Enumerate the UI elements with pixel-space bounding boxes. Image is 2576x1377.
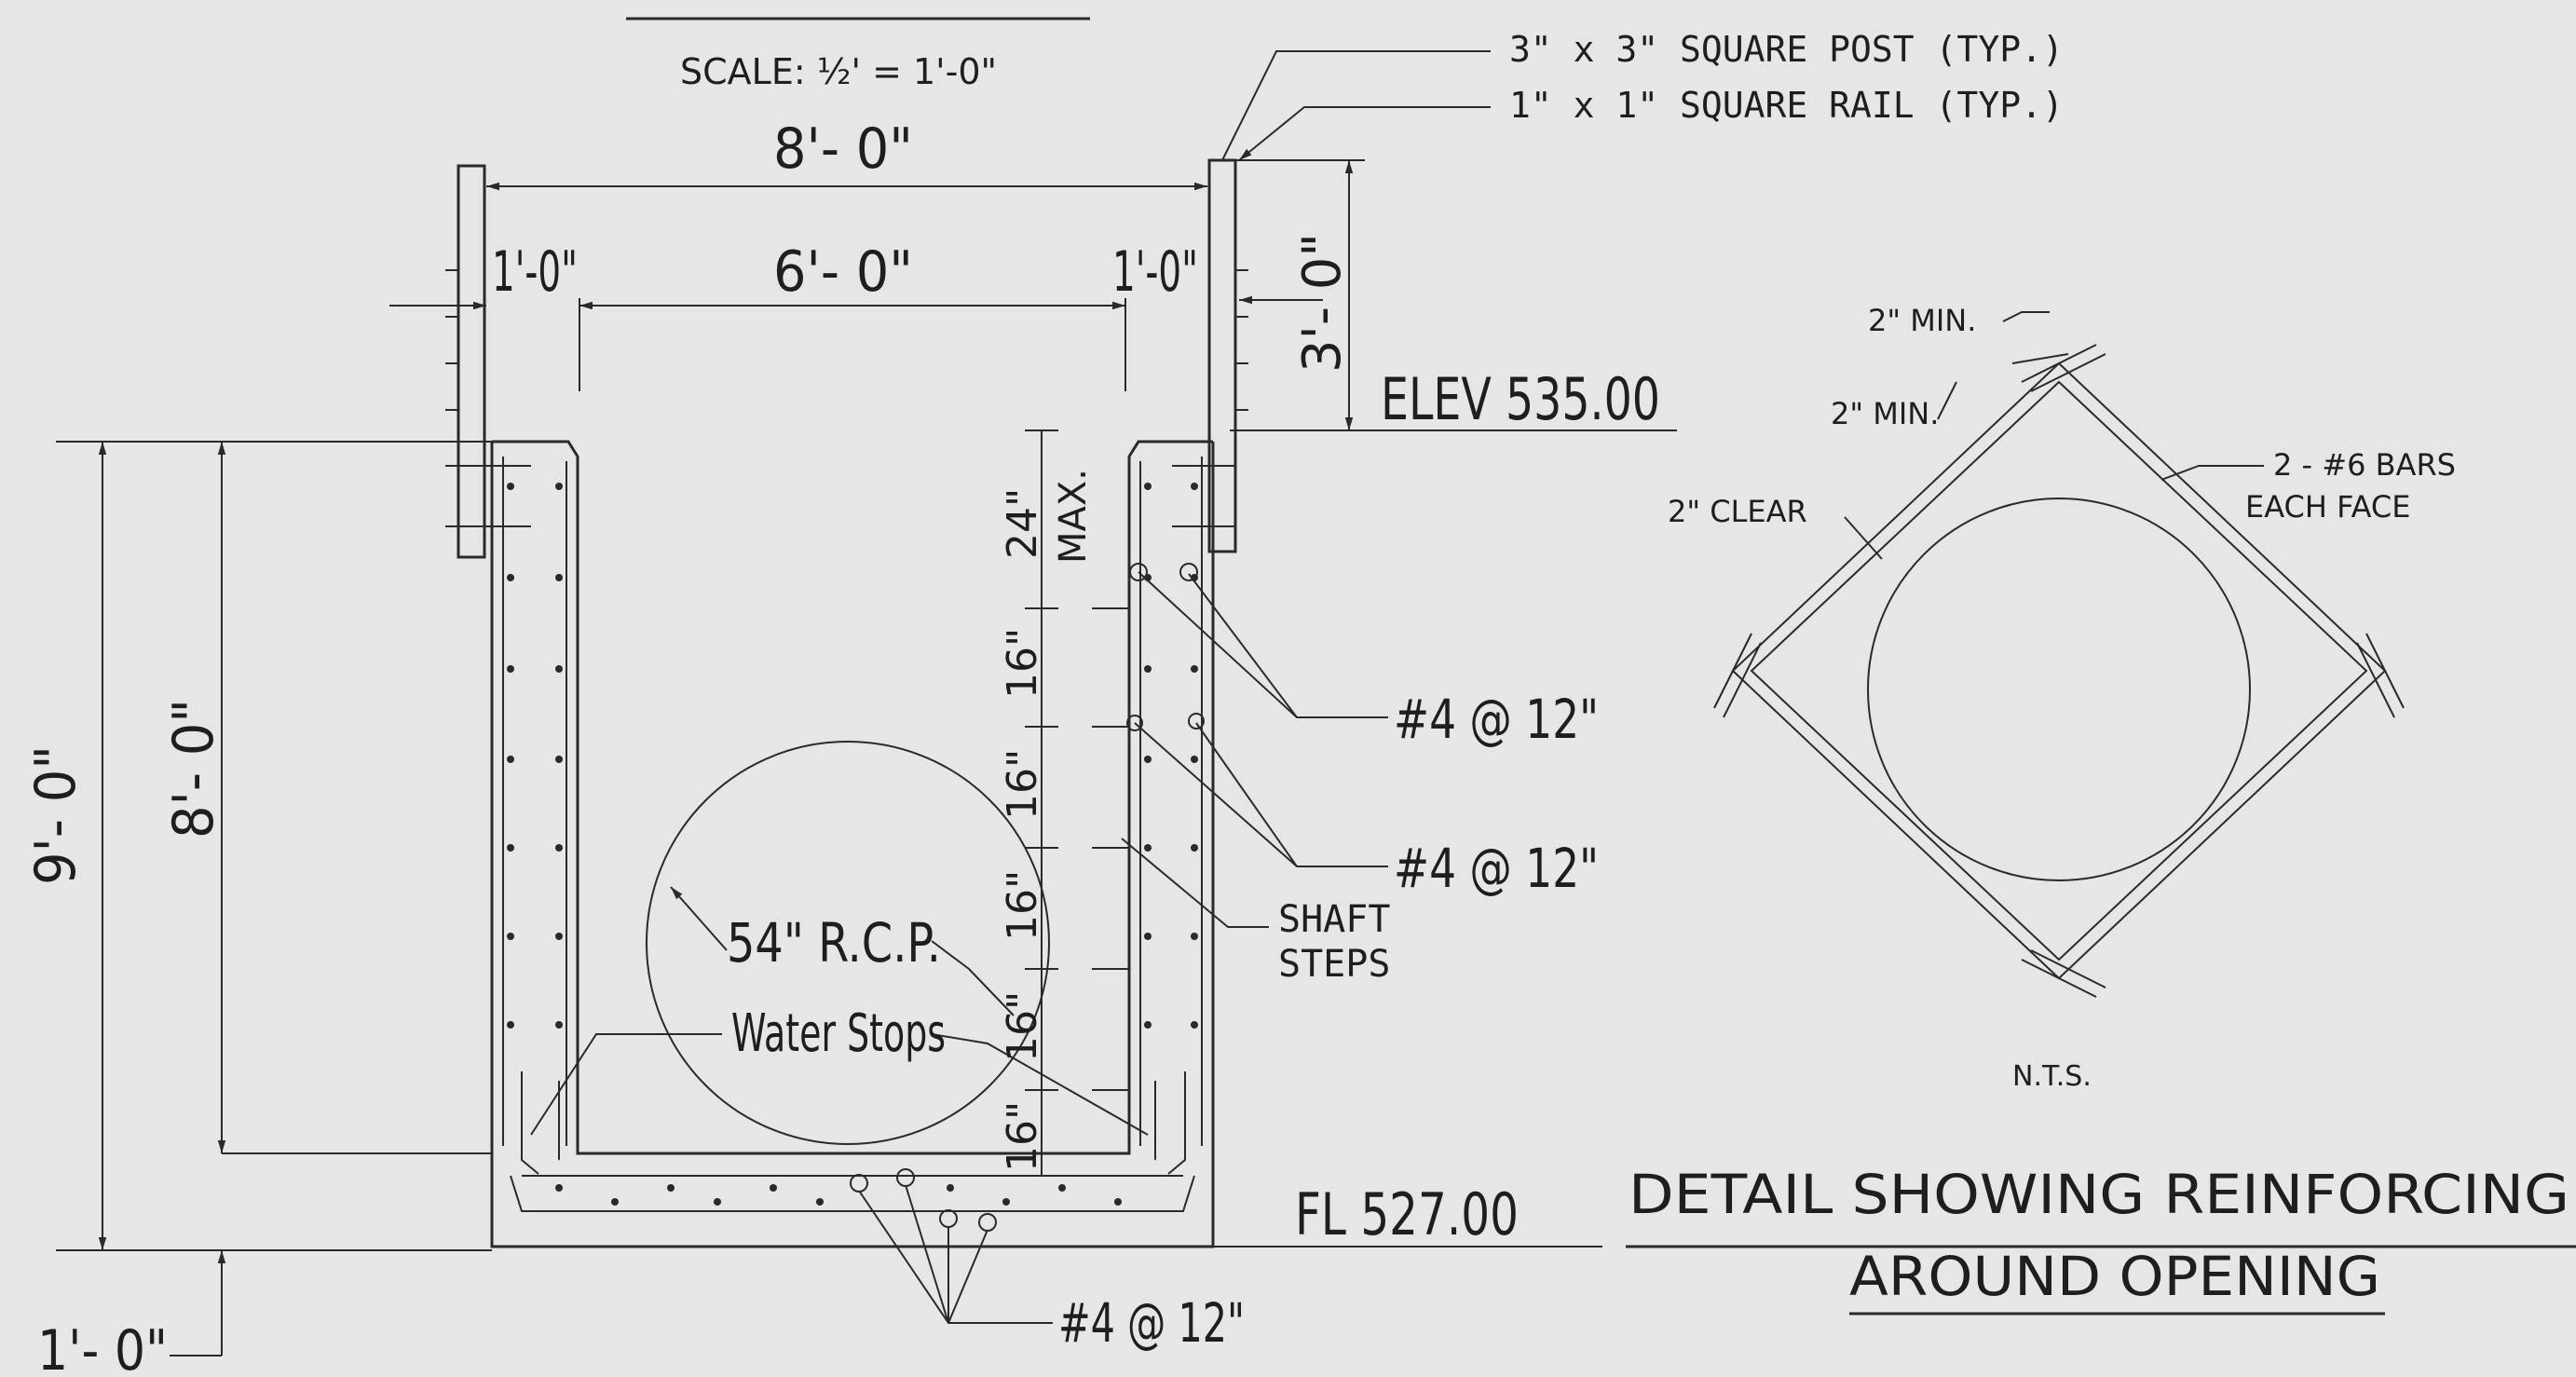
rail-callout: 1" x 1" SQUARE RAIL (TYP.) bbox=[1509, 85, 2064, 126]
rebar-callout-2: #4 @ 12" bbox=[1394, 837, 1599, 900]
inner-width-dimension: 6'- 0" bbox=[773, 239, 913, 305]
rebar-circle bbox=[1129, 563, 1148, 581]
detail-bars-1: 2 - #6 BARS bbox=[2273, 447, 2456, 483]
right-wall-dimension: 1'-0" bbox=[1112, 239, 1198, 305]
chamber-outline bbox=[492, 440, 1213, 1155]
post-callout: 3" x 3" SQUARE POST (TYP.) bbox=[1509, 29, 2064, 70]
overall-height-dimension: 9'- 0" bbox=[23, 745, 89, 885]
rcp-pipe-label: 54" R.C.P. bbox=[727, 911, 941, 975]
shaft-steps-label-1: SHAFT bbox=[1278, 898, 1390, 941]
rebar-circle bbox=[978, 1213, 997, 1232]
base-thickness-dimension: 1'- 0" bbox=[37, 1318, 168, 1377]
rebar-circle bbox=[939, 1209, 958, 1228]
leader-lines bbox=[530, 50, 1491, 1324]
detail-bars-2: EACH FACE bbox=[2245, 489, 2410, 525]
left-wall-dimension: 1'-0" bbox=[492, 239, 578, 305]
rcp-pipe-circle bbox=[646, 741, 1050, 1145]
base-slab-inner bbox=[510, 1175, 1195, 1212]
rebar-circle bbox=[896, 1168, 915, 1187]
detail-opening-circle bbox=[1867, 498, 2251, 881]
top-elevation: ELEV 535.00 bbox=[1381, 365, 1660, 433]
reinforcing-detail bbox=[1713, 311, 2405, 998]
manhole-section bbox=[445, 158, 1248, 1248]
detail-min-1: 2" MIN. bbox=[1868, 303, 1976, 338]
detail-diamond-inner bbox=[1750, 380, 2368, 961]
dimension-lines bbox=[56, 159, 1677, 1357]
rail-height-dimension: 3'- 0" bbox=[1292, 233, 1353, 373]
flowline-elevation: FL 527.00 bbox=[1295, 1180, 1519, 1248]
shaft-steps bbox=[1092, 607, 1129, 1091]
water-stop-right bbox=[1154, 1071, 1186, 1175]
step-spacing-4: 16" bbox=[999, 991, 1046, 1062]
rebar-circle bbox=[1179, 563, 1198, 581]
shaft-steps-label-2: STEPS bbox=[1278, 943, 1390, 986]
detail-nts: N.T.S. bbox=[2012, 1060, 2092, 1093]
step-spacing-2: 16" bbox=[999, 749, 1046, 820]
railing-left bbox=[445, 164, 531, 559]
max-label: MAX. bbox=[1052, 469, 1095, 564]
top-width-dimension: 8'- 0" bbox=[773, 116, 913, 182]
left-wall bbox=[490, 442, 1215, 1248]
rebar-callout-bottom: #4 @ 12" bbox=[1058, 1291, 1245, 1355]
rebar-circle bbox=[1188, 713, 1205, 729]
detail-min-2: 2" MIN. bbox=[1831, 396, 1939, 431]
rebar-dots bbox=[507, 483, 1198, 1206]
rebar-circle bbox=[850, 1174, 868, 1193]
detail-bar-extensions bbox=[1713, 344, 2405, 998]
railing-right bbox=[1172, 158, 1248, 553]
detail-title-line-1: DETAIL SHOWING REINFORCING bbox=[1629, 1163, 2569, 1226]
step-spacing-3: 16" bbox=[999, 870, 1046, 941]
water-stops-label: Water Stops bbox=[731, 1003, 946, 1064]
water-stop-left bbox=[521, 1071, 560, 1175]
detail-title-line-2: AROUND OPENING bbox=[1849, 1245, 2380, 1308]
step-spacing-5: 16" bbox=[999, 1101, 1046, 1172]
rebar-callout-1: #4 @ 12" bbox=[1394, 688, 1599, 751]
scale-label: SCALE: ½' = 1'-0" bbox=[680, 51, 997, 92]
step-spacing-max: 24" bbox=[999, 488, 1046, 559]
step-spacing-1: 16" bbox=[999, 628, 1046, 699]
inner-height-dimension: 8'- 0" bbox=[161, 699, 226, 838]
detail-clear: 2" CLEAR bbox=[1668, 494, 1807, 529]
rebar-circle bbox=[1126, 715, 1143, 731]
